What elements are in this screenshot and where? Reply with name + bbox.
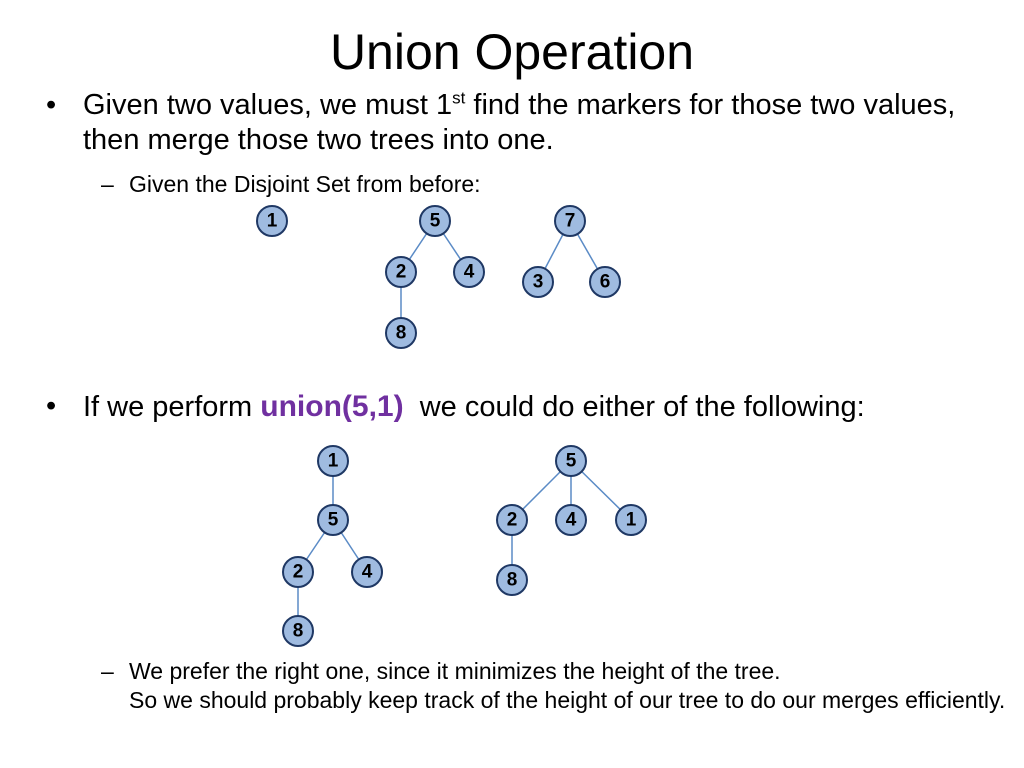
svg-text:8: 8 [507,570,518,591]
tree-node: 6 [589,266,621,298]
svg-text:1: 1 [267,211,278,232]
tree-node: 4 [555,504,587,536]
slide-title: Union Operation [329,24,695,80]
bullet-union-example: • If we perform union(5,1) we could do e… [46,389,903,425]
svg-text:2: 2 [293,562,304,583]
tree-node: 8 [385,317,417,349]
subbullet-disjoint-set: – Given the Disjoint Set from before: [101,170,829,198]
conclusion-line-2: So we should probably keep track of the … [129,687,1006,713]
tree-node: 8 [496,564,528,596]
svg-text:5: 5 [430,211,441,232]
svg-text:5: 5 [328,510,339,531]
subbullet-text: Given the Disjoint Set from before: [129,171,481,197]
tree-node: 8 [282,615,314,647]
svg-text:2: 2 [507,510,518,531]
tree-node: 4 [453,256,485,288]
tree-node: 5 [317,504,349,536]
bullet-text-end: find the markers for those two values, t… [83,89,956,156]
svg-text:8: 8 [396,323,407,344]
tree-node: 1 [615,504,647,536]
bullet-text-start: If we perform [83,391,261,423]
svg-text:1: 1 [328,451,339,472]
svg-text:6: 6 [600,272,611,293]
tree-node: 1 [317,445,349,477]
tree-node: 2 [282,556,314,588]
bullet-marker: • [46,89,57,121]
superscript-st: st [452,88,466,108]
tree-node: 4 [351,556,383,588]
tree-node: 5 [555,445,587,477]
svg-text:4: 4 [362,562,373,583]
svg-text:2: 2 [396,262,407,283]
tree-node: 2 [385,256,417,288]
bullet-text-end: we could do either of the following: [403,391,865,423]
bullet-find-markers: • Given two values, we must 1st find the… [46,88,1003,158]
bullet-marker: • [46,390,57,422]
tree-node: 5 [419,205,451,237]
dash-marker: – [101,171,114,197]
tree-node: 2 [496,504,528,536]
bullet-text-start: Given two values, we must 1 [83,89,453,121]
tree-node: 7 [554,205,586,237]
tree-node: 1 [256,205,288,237]
tree-node: 3 [522,266,554,298]
svg-text:8: 8 [293,621,304,642]
dash-marker: – [101,658,114,684]
svg-text:7: 7 [565,211,576,232]
subbullet-conclusion: – We prefer the right one, since it mini… [101,657,1009,715]
svg-text:4: 4 [464,262,475,283]
union-call-highlight: union(5,1) [260,390,404,423]
svg-text:5: 5 [566,451,577,472]
conclusion-line-1: We prefer the right one, since it minimi… [129,658,781,684]
svg-text:4: 4 [566,510,577,531]
svg-text:1: 1 [626,510,637,531]
svg-text:3: 3 [533,272,544,293]
